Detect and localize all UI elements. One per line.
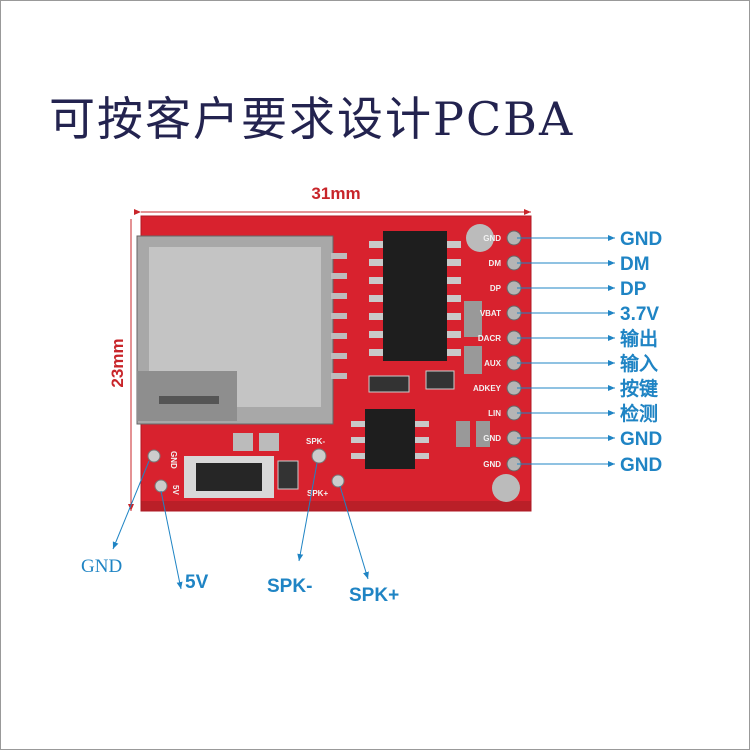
page-title: 可按客户要求设计PCBA — [49, 92, 574, 146]
label-gnd: GND — [81, 556, 122, 577]
pin-silk-label: DACR — [478, 334, 501, 343]
pin-label: DP — [620, 279, 647, 300]
pin-silk-label: DM — [489, 259, 502, 268]
silk-spk-minus: SPK- — [306, 437, 325, 446]
mounting-hole — [492, 474, 520, 502]
silk-5v: 5V — [171, 485, 180, 495]
resistor — [277, 460, 299, 490]
diode — [196, 463, 262, 491]
arrow-gnd — [112, 460, 150, 550]
arrow-spk-plus — [339, 485, 369, 580]
smd-component — [425, 370, 455, 390]
sd-card-slot — [136, 235, 347, 425]
pin-pad-spk-minus — [311, 448, 327, 464]
pin-label: 按键 — [620, 377, 658, 400]
silk-gnd: GND — [169, 451, 178, 469]
capacitor — [476, 421, 490, 447]
mounting-hole — [466, 224, 494, 252]
pad — [259, 433, 279, 451]
label-spk-minus: SPK- — [267, 576, 312, 597]
pin-label: GND — [620, 455, 662, 476]
silk-spk-plus: SPK+ — [307, 489, 328, 498]
arrow-5v — [160, 490, 183, 590]
pin-label: 3.7V — [620, 304, 659, 325]
pin-silk-label: GND — [483, 460, 501, 469]
pin-label: 输入 — [620, 352, 658, 375]
main-chip — [369, 231, 461, 361]
pin-label: GND — [620, 429, 662, 450]
pin-silk-label: ADKEY — [473, 384, 502, 393]
capacitor — [464, 301, 482, 337]
amplifier-chip — [351, 409, 429, 469]
label-spk-plus: SPK+ — [349, 585, 399, 606]
pin-pad-gnd — [147, 449, 161, 463]
smd-component — [368, 375, 410, 393]
capacitor — [464, 346, 482, 374]
pin-silk-label: LIN — [488, 409, 501, 418]
pin-silk-label: GND — [483, 234, 501, 243]
pin-label: GND — [620, 229, 662, 250]
arrow-spk-minus — [297, 462, 318, 562]
pin-pad-spk-plus — [331, 474, 345, 488]
bottom-pins: GND 5V SPK- SPK+ GND 5V SPK- SPK+ — [81, 437, 399, 606]
pin-label: 输出 — [620, 327, 658, 350]
pad — [233, 433, 253, 451]
pin-label: DM — [620, 254, 650, 275]
pin-pad-5v — [154, 479, 168, 493]
pin-silk-label: AUX — [484, 359, 502, 368]
pin-label: 检测 — [620, 402, 658, 425]
right-pin-header: GND GND DM DM DP DP VBAT 3.7V DACR 输出 AUX 输入 ADKEY 按键… — [473, 229, 662, 476]
pin-silk-label: GND — [483, 434, 501, 443]
pin-silk-label: VBAT — [480, 309, 501, 318]
pcb-board — [136, 215, 532, 512]
capacitor — [456, 421, 470, 447]
pin-silk-label: DP — [490, 284, 502, 293]
width-label: 31mm — [311, 184, 360, 203]
height-label: 23mm — [108, 338, 127, 387]
label-5v: 5V — [185, 572, 209, 593]
